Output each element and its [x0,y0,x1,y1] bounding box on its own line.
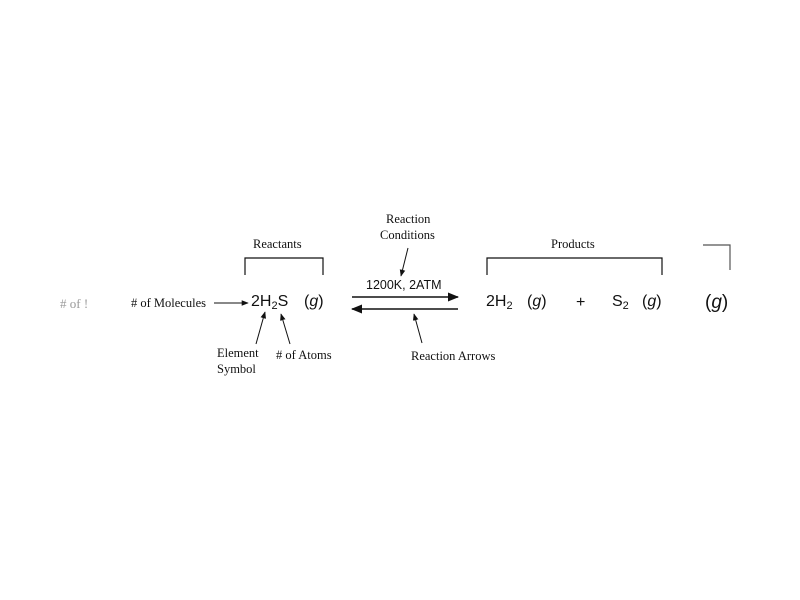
product2-formula: S2 [612,292,629,312]
reactant-element-2: S [277,293,289,310]
product1-state-letter: g [532,293,542,310]
extra-state: (g) [705,292,729,313]
reaction-arrows-label: Reaction Arrows [411,349,496,363]
num-molecules-label: # of Molecules [131,296,206,310]
ghost-label: # of ! [60,296,89,311]
num-atoms-label: # of Atoms [276,348,332,362]
products-bracket [486,257,663,275]
product1-state: (g) [527,293,547,310]
reactant-subscript: 2 [271,300,278,312]
reactant-state: (g) [304,293,324,310]
plus-sign: + [576,294,586,311]
element-symbol-line1: Element [217,346,259,360]
product2-state: (g) [642,293,662,310]
product1-element: H [494,293,507,310]
reactants-bracket [244,257,324,275]
reaction-conditions-line2: Conditions [380,228,435,242]
product2-element: S [612,293,623,310]
reactant-element-1: H [259,293,272,310]
partial-bracket [703,244,731,270]
pointer-atoms [280,313,291,345]
conditions-value: 1200K, 2ATM [366,278,442,292]
products-label: Products [551,237,595,251]
pointer-conditions [399,247,409,277]
reactant-coefficient: 2 [251,293,260,310]
element-symbol-line2: Symbol [217,362,256,376]
pointer-element [255,311,266,345]
product1-coefficient: 2 [486,293,495,310]
product2-subscript: 2 [622,300,629,312]
reaction-conditions-line1: Reaction [386,212,431,226]
product2-state-letter: g [647,293,657,310]
product1-subscript: 2 [506,300,513,312]
reactant-state-letter: g [309,293,319,310]
reactants-label: Reactants [253,237,302,251]
product1-formula: 2H2 [486,292,513,312]
extra-state-letter: g [711,292,722,313]
reactant-formula: 2H2S [251,292,288,312]
pointer-arrows [412,313,423,344]
